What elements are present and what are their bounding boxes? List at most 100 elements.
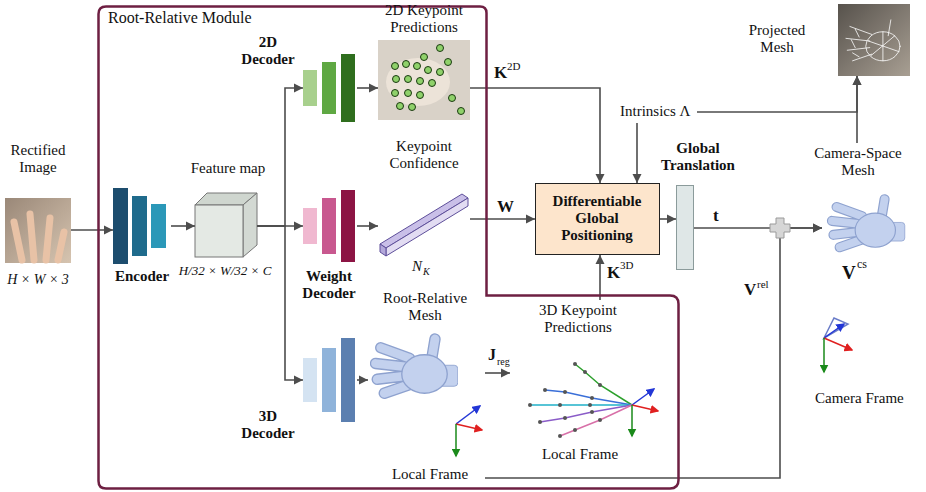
connector [697,76,862,112]
node-text: Encoder [102,268,182,285]
arrow-head [813,224,822,233]
node-text: 2D Decoder [236,34,300,69]
layer-block [113,188,128,264]
connector [357,222,378,231]
mesh-node: Root-Relative MeshLocal Frame [368,328,485,485]
photo [838,4,910,76]
layer-block [303,208,317,244]
axis [631,405,633,436]
connector [71,226,113,235]
connector-line [257,88,303,226]
vector-box: Global Translation [676,185,694,270]
axis [456,424,482,430]
arrow-head [853,76,862,85]
joint-dots [528,362,602,438]
arrow-head [667,215,676,224]
arrow-head [596,174,605,183]
connector [485,224,822,479]
arrow-head [526,215,535,224]
wireframe [846,20,900,61]
layer-block [341,54,355,122]
connector-line [470,88,600,183]
cube-face [195,205,243,257]
hand-mesh [376,339,458,393]
connector [660,215,676,224]
input-node: Intrinsics Λ [620,103,693,121]
confidence-prism [380,194,468,256]
node-text: Local Frame [385,466,475,483]
node-text: H/32 × W/32 × C [168,264,282,279]
arrow-head [369,222,378,231]
keypoint-image-node: 2D Keypoint Predictions [378,40,470,120]
frustum [824,318,848,338]
keypoint-skeleton [528,362,658,438]
connector [171,222,195,231]
layer-block [341,190,355,262]
layer-block [303,358,317,402]
math-label: rel [757,278,769,291]
connector [257,226,303,385]
node-text: Root-Relative Mesh [370,290,480,325]
prism-face [380,244,386,256]
arrow-head [294,376,303,385]
math-label: V [842,262,856,284]
layer-block [151,204,166,248]
node-text: Projected Mesh [737,22,817,57]
arrow-head [853,76,862,85]
connector [470,88,605,183]
axis [824,324,844,338]
arrow-head [359,376,368,385]
math-label: cs [857,258,867,272]
arrow-head [104,226,113,235]
finger-chain [530,404,632,406]
node-text: 2D Keypoint Predictions [364,2,484,37]
process-box: Differentiable Global Positioning [535,183,660,255]
confidence-node: Keypoint Confidence [378,192,470,254]
root-relative-mesh [376,339,483,456]
decoder-3d-blocks [303,338,355,422]
node-text: 3D Decoder [236,408,300,443]
connector [257,84,303,227]
encoder-node: Encoder [113,188,171,264]
finger-chain [575,364,632,405]
camera-space-mesh [832,199,905,247]
node-text: Camera-Space Mesh [808,145,908,180]
math-label: 2D [507,60,520,73]
projected-mesh-image [838,4,910,76]
axis [632,389,654,405]
node-text: 3D Keypoint Predictions [518,302,638,337]
node-text: Differentiable Global Positioning [540,193,654,245]
decoder-node: Weight Decoder [303,190,357,262]
weight-decoder-blocks [303,190,355,262]
node-text: Rectified Image [1,142,75,177]
math-label: W [497,197,514,217]
plus-symbol [770,218,790,238]
layer-block [322,62,336,114]
finger-chain [560,405,632,436]
layer-block [341,338,355,422]
math-label: K [423,266,430,278]
arrow-head [501,369,510,378]
image-node: Rectified ImageH × W × 3 [5,198,71,263]
axis [632,405,658,411]
node-text: Root-Relative Module [108,9,328,27]
hand-shape [386,58,450,106]
math-label: V [744,280,756,300]
feature-cube [195,193,257,257]
axis [456,406,480,424]
layer-block [303,70,317,106]
prism-face [386,198,468,256]
arrow-head [633,174,642,183]
connector-line [485,228,822,478]
connector [633,123,642,183]
photo [5,198,71,263]
node-text: Local Frame [535,446,625,463]
mesh-node: Camera-Space Mesh [822,143,910,255]
rectified-image [5,198,71,263]
cube-face [243,193,257,257]
prism-face [380,194,468,248]
connector [596,255,605,300]
finger-chain [540,405,632,422]
